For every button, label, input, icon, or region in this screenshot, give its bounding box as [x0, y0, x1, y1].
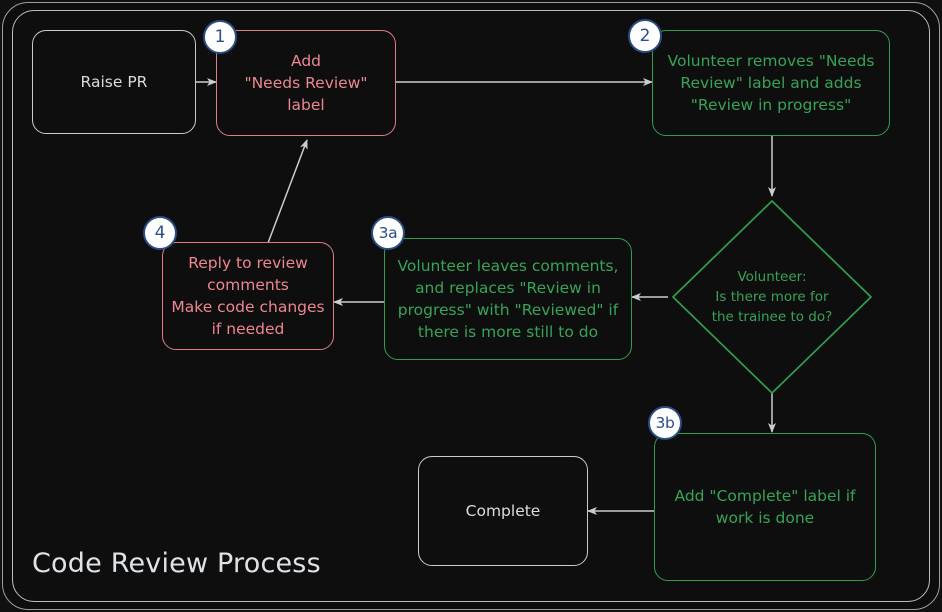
node-raise-pr-label: Raise PR: [80, 73, 148, 91]
step-badge-1-text: 1: [214, 27, 226, 47]
node-leave-comments[interactable]: Volunteer leaves comments, and replaces …: [384, 238, 632, 360]
step-badge-3b: 3b: [648, 406, 682, 440]
node-add-label[interactable]: Add "Needs Review" label: [216, 30, 396, 136]
node-complete-label: Complete: [465, 502, 541, 520]
edge-reply-to-addlabel: [267, 139, 308, 244]
node-add-complete[interactable]: Add "Complete" label if work is done: [654, 433, 876, 581]
decision-diamond-shape: [672, 200, 872, 394]
node-complete[interactable]: Complete: [418, 456, 588, 566]
step-badge-2-text: 2: [639, 26, 651, 46]
node-raise-pr[interactable]: Raise PR: [32, 30, 196, 134]
node-volunteer-takes-label: Volunteer removes "Needs Review" label a…: [667, 52, 875, 114]
step-badge-1: 1: [203, 20, 237, 54]
step-badge-3a: 3a: [371, 216, 405, 250]
step-badge-2: 2: [628, 19, 662, 53]
node-leave-comments-label: Volunteer leaves comments, and replaces …: [397, 257, 619, 341]
diagram-title: Code Review Process: [32, 548, 321, 579]
step-badge-3b-text: 3b: [655, 414, 675, 432]
step-badge-4-text: 4: [154, 223, 166, 243]
node-decision[interactable]: Volunteer: Is there more for the trainee…: [667, 197, 877, 397]
node-decision-label: Volunteer: Is there more for the trainee…: [711, 268, 833, 326]
node-reply-comments[interactable]: Reply to review comments Make code chang…: [162, 242, 334, 350]
node-add-label-label: Add "Needs Review" label: [244, 52, 368, 114]
node-add-complete-label: Add "Complete" label if work is done: [674, 487, 856, 527]
step-badge-4: 4: [143, 216, 177, 250]
step-badge-3a-text: 3a: [378, 224, 398, 242]
node-volunteer-takes[interactable]: Volunteer removes "Needs Review" label a…: [652, 30, 890, 136]
node-reply-comments-label: Reply to review comments Make code chang…: [171, 254, 325, 338]
